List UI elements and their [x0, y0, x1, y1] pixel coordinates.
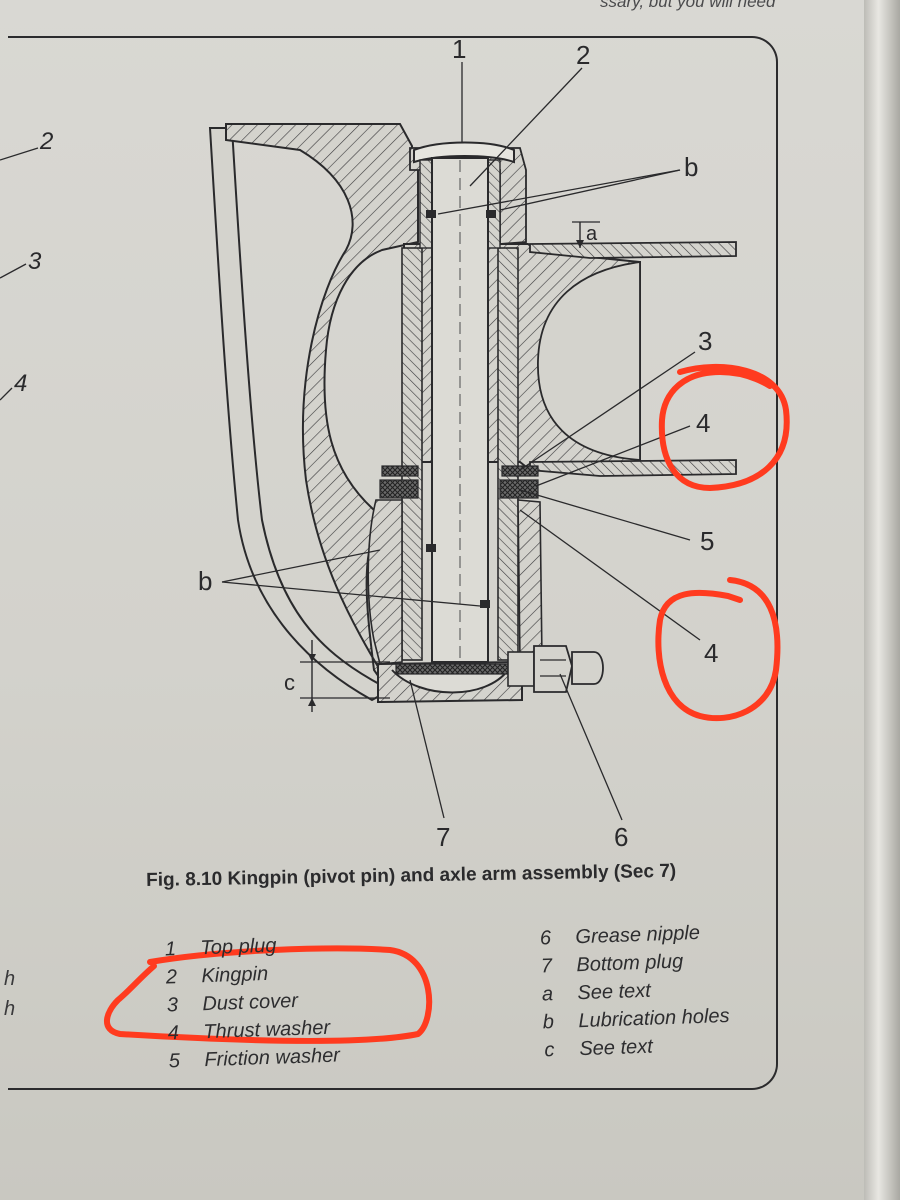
legend-key: 5 [168, 1049, 181, 1072]
legend-key: 6 [539, 926, 552, 949]
marker-circle-callout-4-upper [658, 364, 790, 491]
lubrication-hole [486, 210, 496, 218]
legend-key: a [541, 982, 554, 1005]
lubrication-hole [480, 600, 490, 608]
callout-1: 1 [452, 34, 466, 64]
dust-cover [381, 465, 419, 477]
legend-key: 7 [540, 954, 553, 977]
book-spine [864, 0, 900, 1200]
lower-casting-right [517, 499, 543, 663]
marker-circle-legend-2-4 [104, 945, 433, 1044]
running-text-fragment: ssary, but you will need [600, 0, 776, 11]
callout-4-upper: 4 [696, 408, 710, 438]
thrust-washer [379, 479, 419, 499]
callout-a: a [586, 223, 598, 245]
axle-arm-top-flange [529, 241, 737, 259]
margin-leader-line [0, 147, 39, 161]
callout-c: c [284, 670, 295, 695]
legend-key: 3 [166, 993, 179, 1016]
lubrication-hole [426, 210, 436, 218]
axle-arm-bottom-flange [529, 459, 737, 477]
legend-label: Thrust washer [202, 1016, 331, 1043]
dust-cover [501, 465, 539, 477]
lower-casting-left [367, 499, 403, 665]
lubrication-hole [426, 544, 436, 552]
marker-circle-callout-4-lower [655, 577, 781, 722]
legend-label: Kingpin [201, 962, 269, 987]
bottom-plug-seat [395, 663, 509, 675]
legend-key: 4 [167, 1021, 180, 1044]
callout-b-left: b [198, 566, 212, 596]
legend-label: See text [578, 1035, 654, 1060]
grease-nipple-hex [533, 645, 573, 693]
legend-key: 1 [164, 937, 177, 960]
kingpin-bush-left [401, 247, 423, 661]
axle-arm-bore [537, 260, 641, 461]
legend-label: Grease nipple [575, 921, 701, 948]
legend-label: Friction washer [203, 1043, 341, 1071]
callout-2: 2 [576, 40, 590, 70]
legend-label: See text [577, 979, 652, 1004]
legend-left: 1 Top plug 2 Kingpin 3 Dust cover 4 Thrust w… [150, 930, 341, 1076]
leader-lines [221, 62, 701, 821]
kingpin-bush-right [497, 247, 519, 661]
callout-7: 7 [436, 822, 450, 852]
callout-5: 5 [700, 526, 714, 556]
margin-number: 4 [14, 370, 28, 397]
thrust-washer [499, 479, 539, 499]
margin-leader-line [0, 263, 27, 279]
legend-label: Lubrication holes [577, 1004, 730, 1032]
margin-number: 2 [40, 128, 54, 155]
marker-annotations [104, 364, 790, 1044]
margin-text-fragment: h [4, 998, 16, 1020]
callout-6: 6 [614, 822, 628, 852]
legend-key: 2 [165, 965, 178, 988]
margin-number: 3 [28, 248, 42, 275]
legend-key: c [543, 1038, 555, 1061]
legend-key: b [542, 1010, 555, 1033]
grease-nipple-body [507, 651, 535, 687]
legend-label: Bottom plug [576, 950, 684, 976]
callout-3: 3 [698, 326, 712, 356]
legend-label: Top plug [200, 934, 277, 959]
bottom-plug [391, 669, 509, 694]
grease-nipple-head [571, 651, 604, 685]
legend-label: Dust cover [202, 989, 299, 1015]
callout-4-lower: 4 [704, 638, 718, 668]
callout-b-top: b [684, 152, 698, 182]
margin-leader-line [0, 387, 13, 401]
figure-frame [8, 36, 778, 1090]
margin-text-fragment: h [4, 968, 16, 990]
